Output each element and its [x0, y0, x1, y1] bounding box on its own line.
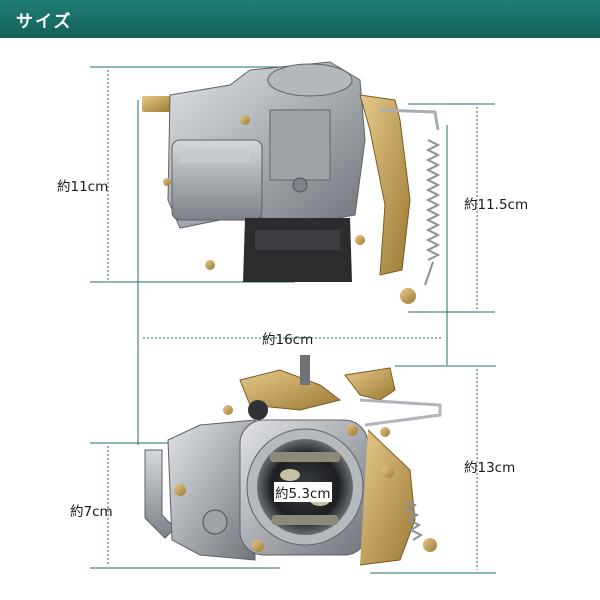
bore-label: 約5.3cm — [274, 482, 332, 502]
top-height-label: 約11cm — [57, 179, 109, 195]
carburetor-side-view — [142, 61, 441, 304]
dimension-lines — [90, 66, 496, 574]
section-header: サイズ — [0, 0, 600, 38]
width-label: 約16cm — [262, 332, 314, 348]
bottom-height-label: 約7cm — [70, 504, 113, 520]
section-title: サイズ — [16, 12, 73, 32]
carburetor-top-view — [144, 355, 442, 566]
top-side-height-label: 約11.5cm — [464, 197, 529, 213]
bottom-side-height-label: 約13cm — [464, 460, 516, 476]
